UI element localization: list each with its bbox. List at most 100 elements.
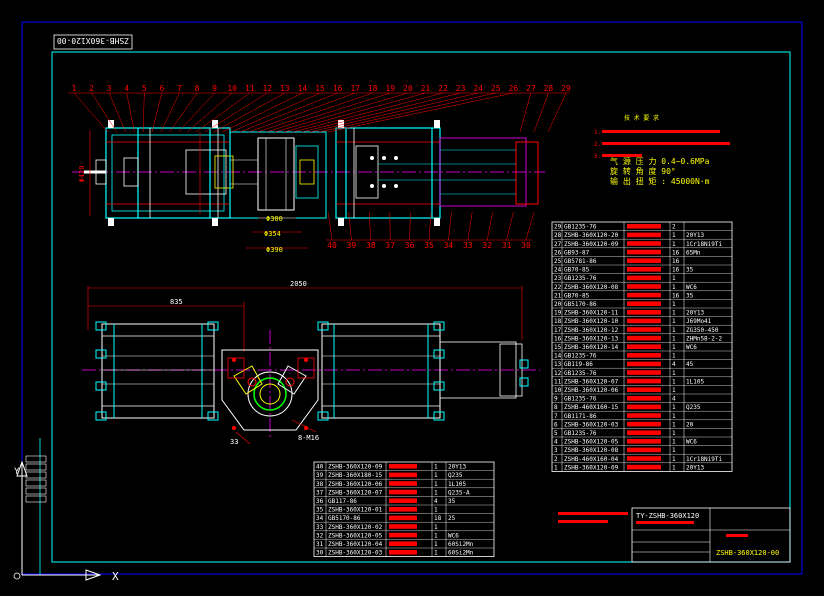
- bom-cell: ZSHB-460X160-04: [564, 456, 619, 463]
- bom-cell: 21: [554, 292, 562, 299]
- bom-cell: 1: [672, 275, 676, 282]
- bom-cell: 29: [554, 224, 562, 231]
- balloon-label: 28: [544, 84, 554, 93]
- balloon-label: 9: [212, 84, 217, 93]
- bom-cell: ZSHB-360X120-06: [328, 481, 383, 488]
- bom-cell: ZSHB-360X120-05: [328, 532, 383, 539]
- bom-cell: 32: [316, 532, 324, 539]
- balloon-label: 39: [347, 241, 357, 250]
- bom-name-cell: [389, 524, 417, 529]
- bom-cell: GB70-85: [564, 292, 590, 299]
- bom-cell: 1: [672, 464, 676, 471]
- bom-cell: 1Cr18Ni9Ti: [686, 456, 723, 463]
- bom-name-cell: [627, 275, 661, 281]
- bom-cell: ZSHB-360X120-03: [564, 421, 619, 428]
- bom-cell: 1: [672, 310, 676, 317]
- bom-cell: 1Cr18Ni9Ti: [686, 241, 723, 248]
- bom-cell: 1: [672, 439, 676, 446]
- balloon-label: 24: [473, 84, 483, 93]
- bom-name-cell: [389, 481, 417, 486]
- bom-cell: 39: [316, 472, 324, 479]
- upper-section-view: [72, 120, 545, 249]
- balloon-label: 2: [89, 84, 94, 93]
- bom-cell: ZSHB-360X120-20: [564, 232, 619, 239]
- notes-heading: 技 术 要 求: [624, 114, 659, 122]
- outer-frame: [21, 21, 803, 575]
- bom-cell: ZSHB-360X120-13: [564, 335, 619, 342]
- bom-cell: 33: [316, 524, 324, 531]
- bom-name-cell: [389, 507, 417, 512]
- bom-name-cell: [627, 224, 661, 229]
- bom-cell: ZSHB-360X120-05: [564, 439, 619, 446]
- svg-text:3.: 3.: [594, 153, 601, 160]
- bom-cell: 15: [554, 344, 562, 351]
- bom-cell: GB1171-86: [564, 413, 597, 420]
- bom-cell: 16: [672, 292, 680, 299]
- bom-cell: 9: [554, 396, 558, 403]
- balloon-label: 33: [463, 241, 473, 250]
- bom-cell: 8: [554, 404, 558, 411]
- bom-cell: ZSHB-360X120-09: [328, 464, 383, 471]
- bom-cell: ZSHB-360X120-09: [564, 241, 619, 248]
- bom-name-cell: [627, 387, 661, 392]
- inner-frame: [51, 51, 791, 563]
- bom-cell: 1: [672, 430, 676, 437]
- dim-33: 33: [230, 438, 238, 446]
- bom-cell: ZSHB-360X120-08: [564, 447, 619, 454]
- bom-cell: 20Y13: [448, 464, 466, 471]
- bom-cell: 35: [448, 498, 456, 505]
- bom-cell: 45: [686, 361, 694, 368]
- bom-cell: 35: [316, 507, 324, 514]
- balloon-label: 11: [245, 84, 255, 93]
- dim-phi354: Φ354: [264, 230, 281, 238]
- bom-cell: 6: [554, 421, 558, 428]
- balloon-label: 22: [438, 84, 448, 93]
- bom-cell: 28: [554, 232, 562, 239]
- balloon-label: 36: [405, 241, 415, 250]
- bom-cell: 1: [672, 232, 676, 239]
- bom-name-cell: [627, 421, 661, 427]
- bom-name-cell: [389, 472, 417, 478]
- bom-cell: 1: [672, 327, 676, 334]
- bom-cell: 27: [554, 241, 562, 248]
- bom-name-cell: [627, 404, 661, 410]
- bom-cell: 11: [554, 378, 562, 385]
- bom-cell: 22: [554, 284, 562, 291]
- bom-name-cell: [389, 464, 417, 469]
- bom-name-cell: [627, 361, 661, 367]
- balloon-label: 18: [368, 84, 378, 93]
- bom-cell: GB119-86: [564, 361, 593, 368]
- bom-cell: 36: [316, 498, 324, 505]
- bom-cell: 1: [672, 318, 676, 325]
- bom-cell: GB1235-76: [564, 353, 597, 360]
- bom-cell: GB5170-86: [564, 301, 597, 308]
- bom-cell: 19: [554, 310, 562, 317]
- bom-cell: 31: [316, 541, 324, 548]
- balloon-label: 13: [280, 84, 290, 93]
- bom-cell: GB1235-76: [564, 370, 597, 377]
- ucs-axis-icon: Y X: [13, 438, 119, 583]
- bom-cell: GB1235-76: [564, 396, 597, 403]
- balloon-label: 30: [521, 241, 531, 250]
- balloon-label: 37: [385, 241, 395, 250]
- bom-name-cell: [627, 310, 661, 315]
- balloon-label: 6: [159, 84, 164, 93]
- bom-cell: ZSHB-360X120-01: [328, 507, 383, 514]
- bom-cell: ZSHB-360X120-09: [564, 464, 619, 471]
- bom-cell: 16: [672, 267, 680, 274]
- bom-cell: 1: [672, 387, 676, 394]
- bom-cell: 1: [434, 489, 438, 496]
- bom-name-cell: [627, 232, 661, 238]
- bom-cell: 12: [554, 370, 562, 377]
- bom-cell: 2: [672, 224, 676, 231]
- balloon-label: 12: [262, 84, 272, 93]
- balloon-label: 15: [315, 84, 325, 93]
- bom-name-cell: [627, 439, 661, 444]
- title-block-name: TY-ZSHB-360X120: [636, 512, 699, 520]
- bom-cell: 17: [554, 327, 562, 334]
- bom-cell: 1: [434, 507, 438, 514]
- bom-cell: 1L105: [448, 481, 466, 488]
